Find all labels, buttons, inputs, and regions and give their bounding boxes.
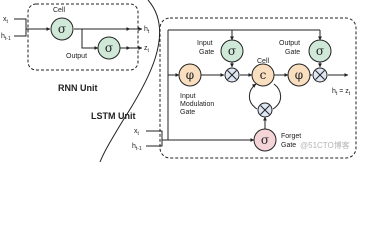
lstm-unit-title: LSTM Unit	[91, 111, 136, 121]
input-gate-label-1: Input	[197, 40, 213, 47]
cell-label: Cell	[257, 58, 270, 65]
rnn-lstm-diagram: xt ht-1 Cell σ Output σ ht zt RNN Unit L…	[1, 0, 357, 162]
rnn-cell-label: Cell	[53, 7, 66, 14]
rnn-output-h: ht	[144, 26, 150, 35]
separator-curve	[99, 0, 161, 162]
forget-gate-sigma-symbol: σ	[261, 133, 269, 147]
forget-multiply-icon	[260, 105, 270, 115]
input-modulation-label-2: Modulation	[180, 101, 214, 108]
rnn-input-x: xt	[3, 16, 9, 25]
rnn-cell-sigma-node	[50, 17, 74, 41]
lstm-output-label: ht = zt	[332, 88, 351, 97]
rnn-cell-sigma-symbol: σ	[58, 22, 66, 36]
watermark: @51CTO博客	[300, 140, 350, 150]
lstm-input-h: ht-1	[132, 143, 142, 152]
rnn-output-sigma-symbol: σ	[105, 41, 113, 55]
lstm-connectors	[146, 29, 349, 147]
forget-gate-label-2: Gate	[281, 142, 296, 149]
output-gate-sigma-symbol: σ	[316, 44, 324, 58]
rnn-input-connectors	[14, 18, 143, 50]
lstm-unit: LSTM Unit xt ht-1	[91, 17, 357, 159]
input-gate-sigma-symbol: σ	[228, 44, 236, 58]
output-gate-sigma-node	[308, 39, 332, 63]
cell-node	[251, 63, 275, 87]
input-modulation-label-1: Input	[180, 93, 196, 100]
output-gate-label-1: Output	[279, 40, 300, 47]
output-phi-node	[287, 63, 311, 87]
rnn-output-z: zt	[144, 45, 150, 54]
input-modulation-phi-node	[178, 63, 202, 87]
cell-symbol: c	[260, 68, 267, 82]
rnn-input-h: ht-1	[1, 33, 11, 42]
output-phi-symbol: φ	[295, 68, 303, 82]
forget-gate-label-1: Forget	[281, 133, 301, 140]
rnn-unit-frame	[27, 3, 139, 71]
input-gate-sigma-node	[220, 39, 244, 63]
forget-gate-sigma-node	[253, 128, 277, 152]
rnn-output-sigma-node	[97, 36, 121, 60]
lstm-unit-frame	[159, 17, 357, 159]
rnn-unit-title: RNN Unit	[58, 83, 98, 93]
rnn-unit: xt ht-1 Cell σ Output σ ht zt RNN Unit	[1, 3, 150, 93]
input-multiply-icon	[227, 70, 237, 80]
output-multiply-icon	[315, 70, 325, 80]
input-gate-label-2: Gate	[199, 49, 214, 56]
rnn-output-label: Output	[66, 53, 87, 60]
output-gate-label-2: Gate	[285, 49, 300, 56]
input-modulation-phi-symbol: φ	[186, 68, 194, 82]
lstm-input-x: xt	[134, 128, 140, 137]
input-modulation-label-3: Gate	[180, 109, 195, 116]
